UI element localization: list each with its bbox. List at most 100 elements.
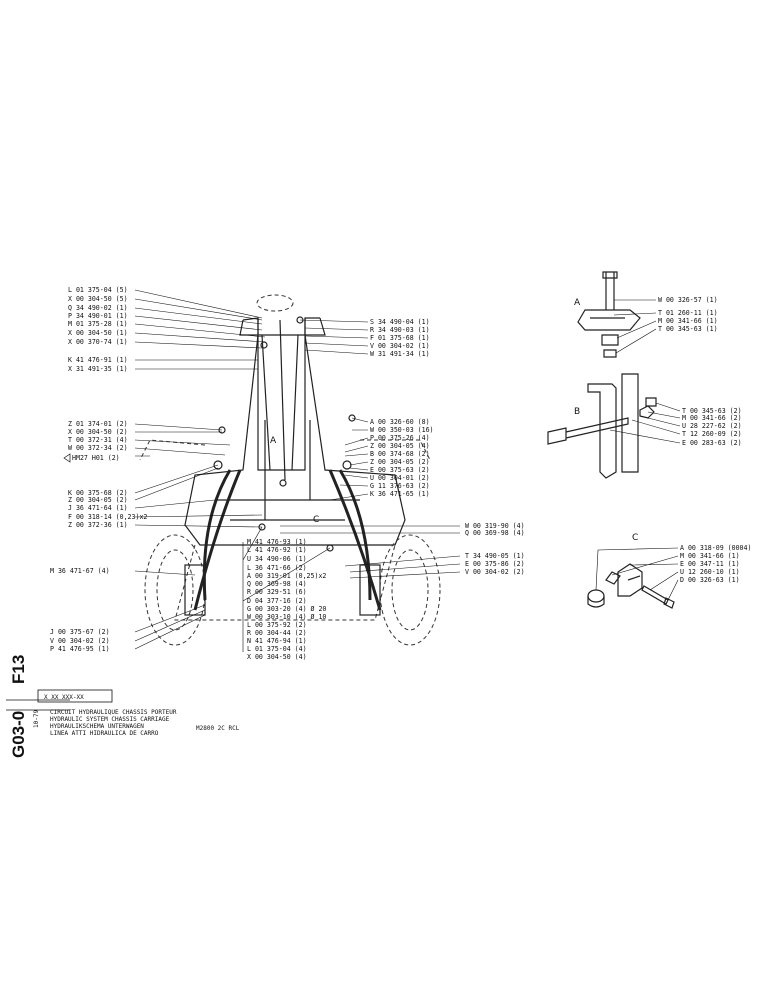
- part-ref-p-00-375-26: P 00 375-26 (4): [370, 434, 430, 442]
- part-ref-x-00-304-50-c: X 00 304-50 (2): [68, 428, 128, 436]
- part-ref-t-00-345-63-b: T 00 345-63 (2): [682, 407, 742, 415]
- part-ref-b-00-374-68: B 00 374-68 (2): [370, 450, 430, 458]
- part-ref-t-34-490-05: T 34 490-05 (1): [465, 552, 525, 560]
- part-ref-p-41-476-95: P 41 476-95 (1): [50, 645, 110, 653]
- part-ref-l-01-375-04: L 01 375-04 (5): [68, 286, 128, 294]
- part-ref-a-00-318-09: A 00 318-09 (0004): [680, 544, 751, 552]
- part-ref-g-11-376-63: G 11 376-63 (2): [370, 482, 430, 490]
- part-ref-x-00-304-50-b: X 00 304-50 (1): [68, 329, 128, 337]
- part-ref-f-01-375-68: F 01 375-68 (1): [370, 334, 430, 342]
- part-ref-t-12-260-09: T 12 260-09 (2): [682, 430, 742, 438]
- part-ref-v-00-304-02: V 00 304-02 (2): [50, 637, 110, 645]
- sheet-code-g: G03-0: [9, 711, 28, 758]
- title-line-de: HYDRAULIKSCHEMA UNTERWAGEN: [50, 723, 144, 730]
- part-ref-d-04-377-16: D 04 377-16 (2): [247, 597, 307, 605]
- part-ref-x-00-304-50-d: X 00 304-50 (4): [247, 653, 307, 661]
- sheet-code-f: F13: [9, 655, 28, 684]
- part-ref-w-00-319-90: W 00 319-90 (4): [465, 522, 525, 530]
- title-line-en: HYDRAULIC SYSTEM CHASSIS CARRIAGE: [50, 716, 170, 723]
- detail-c: C A 00 318-09 (0004) M 00 341-66 (1) E 0…: [587, 533, 751, 609]
- section-marker-a: A: [270, 436, 277, 446]
- reference-box: [37, 689, 113, 703]
- part-ref-k-41-476-91: K 41 476-91 (1): [68, 356, 128, 364]
- title-line-es: LINEA ATTI HIDRAULICA DE CARRO: [50, 730, 159, 737]
- part-ref-a-00-326-60: A 00 326-60 (8): [370, 418, 430, 426]
- part-ref-l-41-476-92: L 41 476-92 (1): [247, 546, 307, 554]
- part-ref-u-12-260-10: U 12 260-10 (1): [680, 568, 740, 576]
- part-ref-w-00-372-34: W 00 372-34 (2): [68, 444, 128, 452]
- part-ref-e-00-283-63: E 00 283-63 (2): [682, 439, 742, 447]
- detail-b: B T 00 345-63 (2) M 00 341-66 (2) U 28 2…: [547, 373, 742, 479]
- detail-a-letter: A: [574, 298, 581, 308]
- part-ref-m-01-375-28: M 01 375-28 (1): [68, 320, 128, 328]
- part-ref-p-34-490-01: P 34 490-01 (1): [68, 312, 128, 320]
- part-ref-x-00-370-74: X 00 370-74 (1): [68, 338, 128, 346]
- part-ref-v-00-304-02-c: V 00 304-02 (2): [465, 568, 525, 576]
- title-line-fr: CIRCUIT HYDRAULIQUE CHASSIS PORTEUR: [50, 709, 177, 716]
- part-ref-z-00-304-05: Z 00 304-05 (2): [68, 496, 128, 504]
- part-ref-n-41-476-94: N 41 476-94 (1): [247, 637, 307, 645]
- right-label-column: A 00 326-60 (8) W 00 350-03 (16) P 00 37…: [370, 418, 434, 498]
- part-ref-k-00-375-68: K 00 375-68 (2): [68, 489, 128, 497]
- part-ref-u-28-227-62: U 28 227-62 (2): [682, 422, 742, 430]
- part-ref-t-01-260-11: T 01 260-11 (1): [658, 309, 718, 317]
- part-ref-t-00-372-31: T 00 372-31 (4): [68, 436, 128, 444]
- part-ref-z-01-374-01: Z 01 374-01 (2): [68, 420, 128, 428]
- part-ref-x-00-304-50: X 00 304-50 (5): [68, 295, 128, 303]
- part-ref-z-00-372-36: Z 00 372-36 (1): [68, 521, 128, 529]
- chassis-drawing: [139, 294, 441, 646]
- sheet-date: 10-79: [33, 710, 40, 728]
- part-ref-k-36-471-65: K 36 471-65 (1): [370, 490, 430, 498]
- part-ref-u-00-304-01: U 00 304-01 (2): [370, 474, 430, 482]
- part-ref-m-00-341-66-b: M 00 341-66 (2): [682, 414, 742, 422]
- part-ref-z-00-304-05-b: Z 00 304-05 (4): [370, 442, 430, 450]
- part-ref-r-00-329-51: R 00 329-51 (6): [247, 588, 307, 596]
- part-ref-m-36-471-67: M 36 471-67 (4): [50, 567, 110, 575]
- part-ref-s-34-490-04: S 34 490-04 (1): [370, 318, 430, 326]
- part-ref-m-41-476-93: M 41 476-93 (1): [247, 538, 307, 546]
- part-ref-m-00-341-66: M 00 341-66 (1): [658, 317, 718, 325]
- detail-b-letter: B: [574, 407, 580, 417]
- part-ref-w-00-326-57: W 00 326-57 (1): [658, 296, 718, 304]
- arrow-icon: [63, 453, 71, 463]
- part-ref-w-00-350-03: W 00 350-03 (16): [370, 426, 434, 434]
- part-ref-f-00-318-14: F 00 318-14 (0,23)x2: [68, 513, 147, 521]
- left-label-column: L 01 375-04 (5) X 00 304-50 (5) Q 34 490…: [50, 286, 147, 653]
- part-ref-u-34-490-06: U 34 490-06 (1): [247, 555, 307, 563]
- part-ref-r-34-490-03: R 34 490-03 (1): [370, 326, 430, 334]
- part-ref-l-01-375-04-b: L 01 375-04 (4): [247, 645, 307, 653]
- part-ref-q-00-369-98: Q 00 369-98 (4): [465, 529, 525, 537]
- detail-c-letter: C: [632, 533, 638, 543]
- part-ref-l-00-375-92: L 00 375-92 (2): [247, 621, 307, 629]
- part-ref-w-00-303-10: W 00 303-10 (4) Ø 10: [247, 613, 326, 621]
- part-ref-q-34-490-02: Q 34 490-02 (1): [68, 304, 128, 312]
- part-ref-l-36-471-66: L 36 471-66 (2): [247, 564, 307, 572]
- part-ref-x-31-491-35: X 31 491-35 (1): [68, 365, 128, 373]
- part-ref-m-00-341-66-c: M 00 341-66 (1): [680, 552, 740, 560]
- section-marker-c: C: [313, 515, 319, 525]
- part-ref-hm27-h01: HM27 H01 (2): [72, 454, 120, 462]
- model-number: M2800 2C RCL: [196, 725, 240, 732]
- center-label-column: M 41 476-93 (1) L 41 476-92 (1) U 34 490…: [247, 538, 326, 661]
- part-ref-a-00-319-01: A 00 319-01 (0,25)x2: [247, 572, 326, 580]
- mid-right-label-column: W 00 319-90 (4) Q 00 369-98 (4) T 34 490…: [465, 522, 525, 576]
- part-ref-v-00-304-02-b: V 00 304-02 (1): [370, 342, 430, 350]
- part-ref-e-00-347-11: E 00 347-11 (1): [680, 560, 740, 568]
- leader-lines: [134, 289, 461, 652]
- part-ref-z-00-304-05-c: Z 00 304-05 (2): [370, 458, 430, 466]
- part-ref-d-00-326-63: D 00 326-63 (1): [680, 576, 740, 584]
- part-ref-t-00-345-63: T 00 345-63 (1): [658, 325, 718, 333]
- part-ref-j-00-375-67: J 00 375-67 (2): [50, 628, 110, 636]
- part-ref-j-36-471-64: J 36 471-64 (1): [68, 504, 128, 512]
- part-ref-e-00-375-63: E 00 375-63 (2): [370, 466, 430, 474]
- part-ref-e-00-375-86: E 00 375-86 (2): [465, 560, 525, 568]
- title-block: X XX XXX-XX F13 G03-0 10-79 CIRCUIT HYDR…: [6, 655, 240, 758]
- part-ref-g-00-303-20: G 00 303-20 (4) Ø 20: [247, 605, 326, 613]
- reference-code: X XX XXX-XX: [44, 694, 84, 701]
- part-ref-w-31-491-34: W 31 491-34 (1): [370, 350, 430, 358]
- detail-a: A W 00 326-57 (1) T 01 260-11 (1) M 00 3…: [574, 271, 718, 358]
- top-right-label-column: S 34 490-04 (1) R 34 490-03 (1) F 01 375…: [370, 318, 430, 358]
- part-ref-r-00-304-44: R 00 304-44 (2): [247, 629, 307, 637]
